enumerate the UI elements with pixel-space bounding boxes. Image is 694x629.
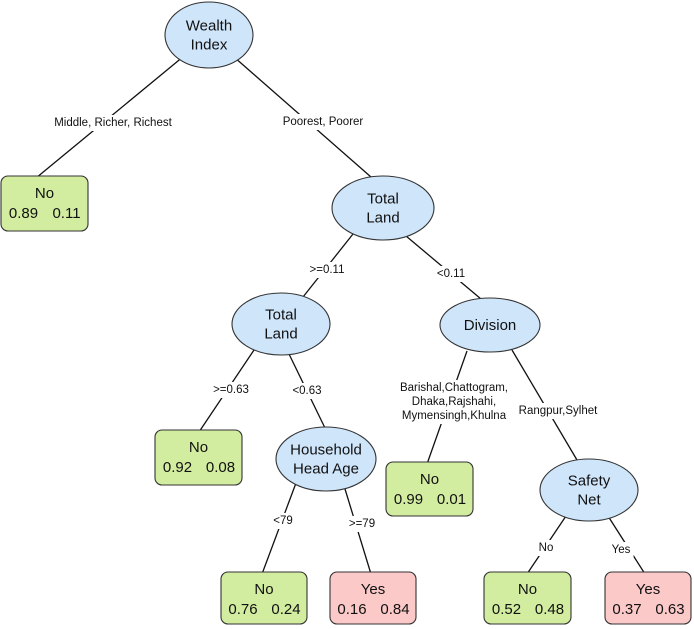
edge-label-background [270,513,296,529]
edge-label-background [510,403,606,419]
edge-labels-layer: Middle, Richer, Richest Poorest, Poorer >=… [36,114,634,558]
leaf-prob-yes: 0.48 [535,601,564,618]
leaf-prob-no: 0.16 [337,601,366,618]
edge-label-wealth-land1: Poorest, Poorer [283,116,364,128]
leaf-node-l2: No 0.92 0.08 [154,429,243,486]
leaf-node-l5: No 0.99 0.01 [385,461,474,517]
leaf-node-l3: No 0.76 0.24 [220,571,308,625]
edge-label-background [432,266,470,282]
leaf-label: No [35,185,54,202]
leaf-label: No [518,581,537,598]
edge-label-division-safety: Rangpur,Sylhet [519,405,598,417]
leaf-prob-no: 0.52 [492,601,521,618]
leaf-prob-yes: 0.08 [206,459,235,476]
edge-label-land1-division: <0.11 [437,268,465,280]
edge-label-background [304,262,350,278]
edge-label-age-l4: >=79 [349,518,375,530]
leaf-label: Yes [636,581,660,598]
edge-label-land2-l2: >=0.63 [213,384,249,396]
leaf-label: Yes [361,581,385,598]
leaf-prob-no: 0.76 [228,601,257,618]
leaf-node-l7: Yes 0.37 0.63 [604,571,692,625]
edge-label-wealth-l1: Middle, Richer, Richest [54,117,172,129]
split-node-label: Division [464,317,517,334]
edge-label-land1-land2: >=0.11 [310,264,345,276]
split-node-division: Division [439,297,541,353]
edge-label-background [536,540,556,556]
leaf-prob-no: 0.89 [9,205,38,222]
edge-label-age-l3: <79 [273,515,293,527]
leaf-prob-yes: 0.84 [380,601,409,618]
edge-label-division-l5: Barishal,Chattogram,Dhaka,Rajshahi,Mymen… [400,382,508,422]
edge-label-background [36,115,190,131]
leaf-label: No [420,471,439,488]
leaf-prob-no: 0.92 [163,459,192,476]
edge-label-land2-age: <0.63 [292,385,321,397]
leaf-prob-yes: 0.11 [52,205,80,222]
leaf-prob-yes: 0.24 [271,601,300,618]
leaf-prob-yes: 0.63 [655,601,684,618]
edge-label-background [208,382,254,398]
leaf-node-l6: No 0.52 0.48 [483,571,572,625]
leaf-prob-no: 0.99 [394,491,423,508]
leaf-label: No [254,581,273,598]
leaf-node-l1: No 0.89 0.11 [0,175,89,232]
edge-label-background [387,380,521,424]
edge-label-background [608,542,634,558]
edge-label-safety-l7: Yes [612,544,631,556]
edge-label-safety-l6: No [539,542,554,554]
edge-label-background [346,516,378,532]
edge-label-background [272,114,374,130]
leaf-prob-yes: 0.01 [437,491,466,508]
leaf-node-l4: Yes 0.16 0.84 [329,571,417,625]
edge-label-background [288,383,326,399]
leaf-prob-no: 0.37 [612,601,641,618]
leaf-label: No [189,439,208,456]
